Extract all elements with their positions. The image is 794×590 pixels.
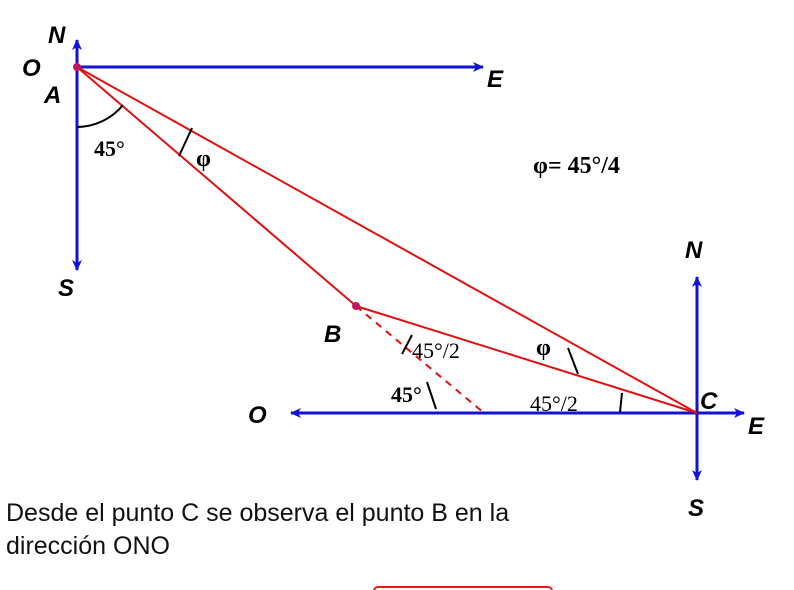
label-point-A: A [43, 82, 61, 109]
caption-line-1: Desde el punto C se observa el punto B e… [6, 499, 510, 527]
phi-formula: φ= 45°/4 [533, 153, 620, 179]
tick-phi-at-C [567, 347, 579, 375]
angle-half-at-C: 45°/2 [530, 391, 578, 416]
angle-phi-at-A: φ [196, 146, 211, 172]
arc-45-at-A [76, 104, 124, 128]
label-point-B: B [324, 321, 341, 348]
point-B [352, 302, 360, 310]
segment-AB [76, 66, 357, 307]
label-point-C: C [700, 388, 718, 415]
caption-text: Desde el punto C se observa el punto B e… [6, 497, 646, 563]
compass-A [72, 39, 484, 271]
label-south-A: S [58, 275, 74, 302]
angle-45-dashed: 45° [391, 382, 422, 407]
label-west-A: O [22, 55, 41, 82]
segment-BC [355, 305, 698, 414]
angle-45-at-A: 45° [94, 136, 125, 161]
tick-45-dashed [426, 381, 437, 410]
label-west-C: O [248, 402, 267, 429]
label-east-A: E [487, 66, 504, 93]
triangle-lines [76, 66, 698, 414]
angle-arcs [76, 104, 623, 413]
compass-C [290, 276, 745, 481]
angle-phi-at-C: φ [536, 335, 551, 361]
caption-line-2: dirección ONO [6, 532, 170, 560]
dashed-extension [355, 305, 485, 414]
label-east-C: E [748, 413, 765, 440]
angle-half-at-B: 45°/2 [412, 338, 460, 363]
label-south-C: S [688, 495, 704, 522]
bottom-red-tab [373, 586, 553, 590]
label-north-A: N [48, 22, 66, 49]
tick-half-at-B [401, 334, 413, 355]
segment-AC [76, 66, 698, 414]
tick-phi-at-A [178, 127, 193, 157]
tick-half-at-C [619, 392, 623, 413]
point-A [73, 63, 81, 71]
label-north-C: N [685, 237, 703, 264]
